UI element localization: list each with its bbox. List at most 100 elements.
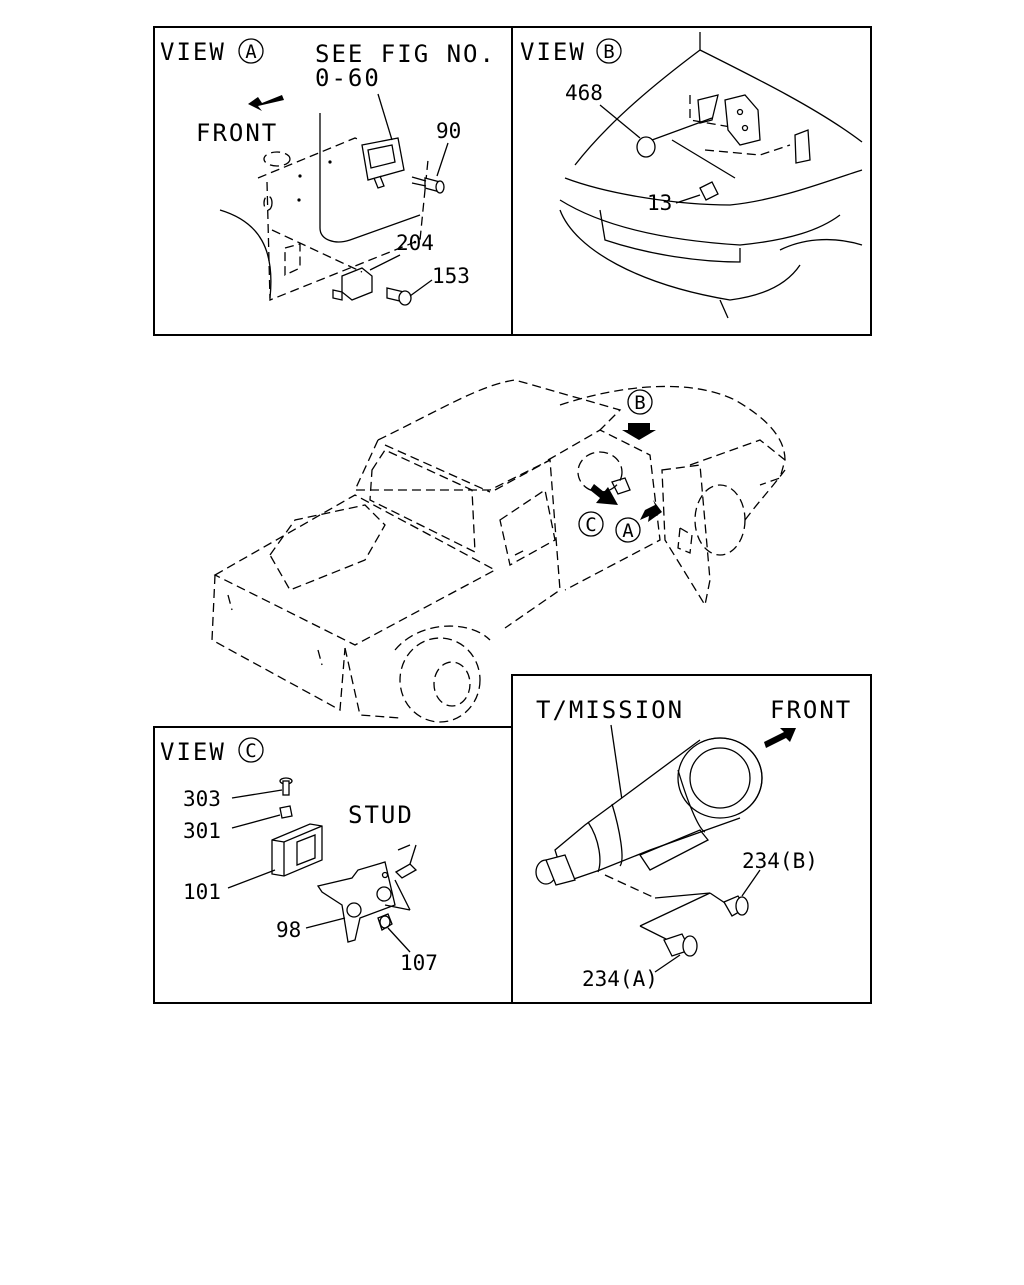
screw-303-icon [279,777,293,796]
view-c-circle-letter: C [245,740,256,762]
see-fig-line2: 0-60 [315,64,381,92]
front-wheel [694,484,746,556]
view-a-circle [238,38,264,64]
leader-468 [599,104,641,139]
switch-13-icon [699,181,719,201]
callout-234b: 234(B) [742,849,818,873]
control-unit-bracket [361,93,405,189]
marker-a-letter: A [622,520,634,542]
stud-icon [394,844,418,879]
bracket-hole [741,124,749,132]
bumper [559,209,801,301]
panel-hole-1 [263,151,291,167]
marker-a-arrow-icon [640,500,662,522]
callout-204: 204 [396,231,434,255]
front-arrow-icon [248,95,284,111]
cab-rear-pillar [384,444,491,493]
bed-box [269,504,386,591]
marker-b-arrow-icon [622,423,656,440]
view-b-title: VIEW [520,38,586,66]
transmission-front-arrow-icon [764,728,796,748]
harness-line-4 [639,925,669,941]
cowl-line [564,169,863,206]
firewall-bracket [724,94,761,146]
leader-107 [387,927,411,953]
marker-c-circle [578,511,604,537]
view-a-front-label: FRONT [196,119,278,147]
rear-wheel-hub [433,661,471,707]
see-fig-line1: SEE FIG NO. [315,40,496,68]
rear-wheel-arch [394,625,491,651]
panel-dot [328,160,332,164]
callout-303: 303 [183,787,221,811]
tail-lamps [227,594,323,666]
switch-234a-icon [663,933,698,957]
grille [599,209,741,263]
steering-column-unit [611,477,631,495]
steering-wheel [577,451,623,493]
leader-90 [436,142,449,177]
grommet-468-rod [651,117,713,141]
switch-234b-icon [723,895,749,917]
view-c-panel: VIEW C STUD 303 301 101 [160,737,438,975]
view-b-circle-letter: B [603,41,614,63]
marker-a-circle [615,517,641,543]
truck-bed [213,494,497,646]
rear-window [369,449,476,554]
leader-98 [305,917,346,929]
callout-13: 13 [647,191,672,215]
open-door-handle [677,526,693,554]
side-bracket [794,129,811,164]
rear-door [494,458,561,629]
fender-outline [219,209,272,299]
hood-top [699,49,863,143]
wheel-arch [779,238,863,251]
bolt-153-icon [386,279,433,306]
view-a-circle-letter: A [245,41,257,63]
hood [559,385,786,461]
harness-line-1 [654,892,711,899]
bed-side-bottom [344,647,401,719]
callout-153: 153 [432,264,470,288]
transmission-frame [511,674,872,1004]
bracket-mount [697,94,719,124]
control-unit-101-icon [271,823,323,877]
connector-leader-line [671,139,736,179]
callout-98: 98 [276,918,301,942]
view-a-title: VIEW [160,38,226,66]
transmission-title: T/MISSION [536,696,684,724]
front-door-opening [547,429,661,591]
bracket-98-icon [316,861,411,943]
callout-90: 90 [436,119,461,143]
callout-234a: 234(A) [582,967,658,991]
callout-468: 468 [565,81,603,105]
view-c-title: VIEW [160,738,226,766]
callout-101: 101 [183,880,221,904]
grille-top [559,199,841,246]
door-handle [514,549,526,556]
transmission-front-label: FRONT [770,696,852,724]
view-b-panel: VIEW B 468 13 [520,32,863,319]
marker-c-arrow-icon [590,484,618,505]
grommet-468-icon [636,136,656,158]
nut-107-icon [377,913,393,931]
relay-204-icon [271,229,401,301]
leader-234a [654,954,681,973]
view-a-panel: VIEW A SEE FIG NO. 0-60 FRONT [160,38,496,306]
panel-dot [298,174,302,178]
panel-edge [257,137,361,179]
headlight-area [689,439,786,486]
harness-dash-1 [604,874,656,899]
leader-234b [741,869,761,897]
washer-301-icon [279,805,293,819]
panel-dot [297,198,301,202]
hood-edge [574,32,701,166]
leader-303 [231,789,283,799]
bracket-hole [736,108,744,116]
marker-b-letter: B [634,392,645,414]
harness-line-3 [639,892,711,927]
cab-roof-edge [353,439,551,491]
rear-wheel [399,637,481,723]
cab-roof [377,379,622,441]
panel-hole-2 [263,195,273,211]
